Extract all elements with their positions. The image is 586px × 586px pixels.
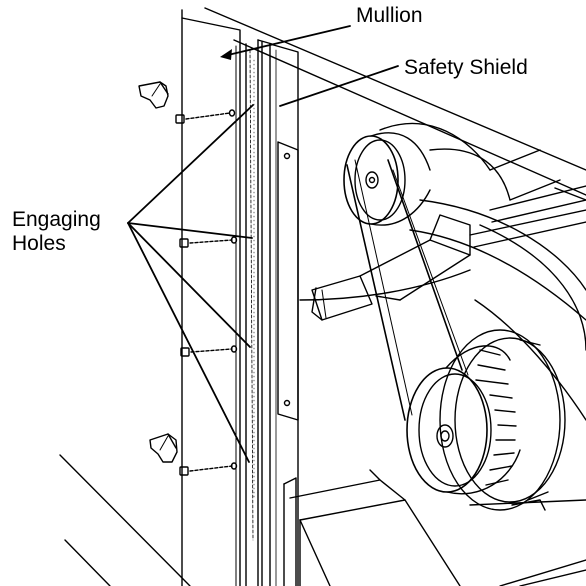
cabinet-outline [59,7,586,586]
label-engaging-holes: Engaging Holes [12,208,101,255]
label-engaging-line2: Holes [12,231,66,255]
fasteners [175,109,238,476]
mullion [245,39,273,586]
fastener-3 [180,345,238,357]
panel-knob-upper [138,81,169,109]
blower-pulley [406,345,521,495]
blower-wheel [439,329,566,511]
panel-knob-lower [149,433,178,463]
access-panel [181,17,241,586]
fastener-2 [179,236,238,248]
safety-shield [269,43,299,586]
arrowhead-mullion [220,49,232,60]
blower-housing [299,122,586,421]
fastener-1 [175,109,236,124]
base-structure [283,469,586,586]
label-engaging-line1: Engaging [12,208,101,231]
motor [311,214,471,321]
leader-mullion [227,25,351,56]
leader-hole-2 [127,222,253,239]
drive-belt [346,159,469,421]
leader-hole-3 [127,222,251,348]
leader-safety-shield [279,65,399,107]
leader-hole-4 [127,222,250,463]
leader-lines [127,25,399,463]
label-mullion: Mullion [356,4,423,27]
label-safety-shield: Safety Shield [404,56,528,79]
leader-hole-1 [127,104,254,224]
fastener-4 [179,462,238,476]
